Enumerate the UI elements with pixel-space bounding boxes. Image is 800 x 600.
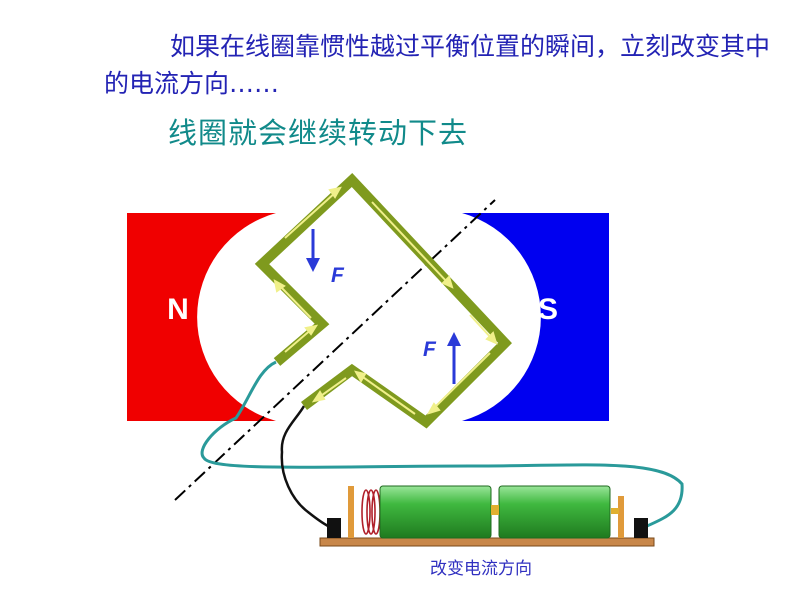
wire-to-left-terminal	[280, 405, 333, 530]
current-reverser	[319, 485, 655, 547]
force-label-bottom: F	[423, 338, 437, 361]
force-label-top: F	[331, 264, 345, 287]
spring-coil	[361, 489, 381, 535]
reverse-current-caption: 改变电流方向	[430, 559, 532, 579]
force-arrow-up	[447, 332, 461, 384]
battery-cell-right	[498, 485, 611, 539]
battery-cell-left	[379, 485, 492, 539]
current-arrows	[273, 186, 498, 415]
coil	[254, 172, 512, 429]
left-terminal	[327, 518, 341, 538]
north-magnet	[127, 213, 276, 421]
right-contact-plate	[618, 496, 624, 538]
south-magnet	[462, 213, 609, 421]
right-terminal	[634, 518, 648, 538]
conclusion-text: 线圈就会继续转动下去	[168, 116, 469, 150]
explanation-paragraph: 如果在线圈靠惯性越过平衡位置的瞬间，立刻改变其中的电流方向……	[104, 32, 771, 98]
south-pole-label: S	[538, 293, 558, 326]
left-contact-plate	[348, 486, 354, 538]
rotation-axis	[174, 199, 496, 501]
north-pole-label: N	[167, 293, 189, 326]
wooden-base	[319, 537, 655, 547]
wire-to-right-terminal	[200, 360, 684, 529]
force-arrow-down	[306, 229, 320, 272]
